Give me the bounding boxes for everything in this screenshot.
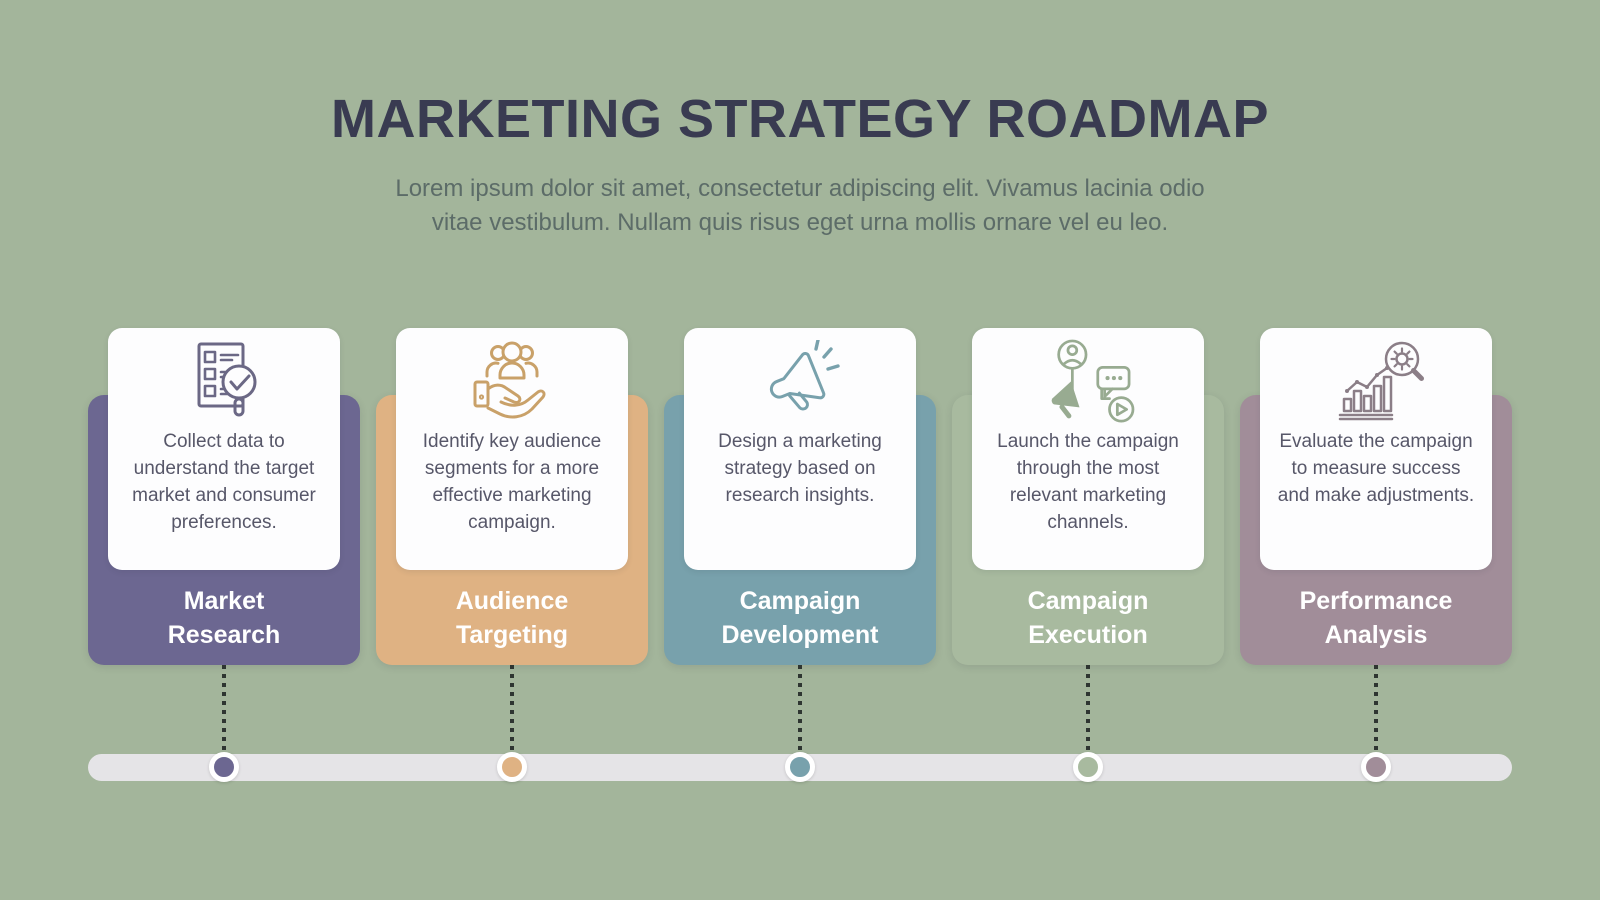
megaphone-icon — [752, 338, 848, 426]
step-card-campaign-development: Campaign Development Design a marketing … — [664, 328, 936, 798]
dotted-connector — [222, 665, 226, 751]
step-label: Campaign Execution — [1027, 586, 1149, 649]
step-description: Evaluate the campaign to measure success… — [1277, 431, 1475, 506]
step-description-card: Identify key audience segments for a mor… — [396, 328, 628, 570]
timeline-dot — [1361, 752, 1391, 782]
page-title: MARKETING STRATEGY ROADMAP — [330, 89, 1269, 149]
step-label: Performance Analysis — [1299, 586, 1453, 649]
timeline-dot — [785, 752, 815, 782]
audience-in-hand-icon — [466, 338, 558, 426]
dotted-connector — [510, 665, 514, 751]
step-label: Campaign Development — [721, 586, 879, 649]
step-card-performance-analysis: Performance Analysis — [1240, 328, 1512, 798]
step-description-card: Evaluate the campaign to measure success… — [1260, 328, 1492, 570]
step-description: Design a marketing strategy based on res… — [718, 431, 882, 506]
steps-row: Market Research — [88, 328, 1512, 798]
dotted-connector — [1374, 665, 1378, 751]
subtitle-line-1: Lorem ipsum dolor sit amet, consectetur … — [395, 175, 1205, 202]
step-description: Launch the campaign through the most rel… — [997, 431, 1179, 533]
step-description: Identify key audience segments for a mor… — [422, 431, 602, 533]
step-label: Market Research — [167, 586, 281, 649]
subtitle-line-2: vitae vestibulum. Nullam quis risus eget… — [431, 209, 1169, 236]
timeline-dot — [497, 752, 527, 782]
page-subtitle: Lorem ipsum dolor sit amet, consectetur … — [0, 172, 1600, 240]
step-card-market-research: Market Research — [88, 328, 360, 798]
timeline-dot — [1073, 752, 1103, 782]
checklist-magnifier-icon — [178, 338, 270, 426]
step-description-card: Design a marketing strategy based on res… — [684, 328, 916, 570]
step-description-card: Launch the campaign through the most rel… — [972, 328, 1204, 570]
dotted-connector — [1086, 665, 1090, 751]
timeline-dot — [209, 752, 239, 782]
marketing-channels-icon — [1038, 338, 1138, 426]
step-description-card: Collect data to understand the target ma… — [108, 328, 340, 570]
step-card-audience-targeting: Audience Targeting — [376, 328, 648, 798]
step-label: Audience Targeting — [455, 586, 569, 649]
step-description: Collect data to understand the target ma… — [132, 431, 316, 533]
chart-analysis-icon — [1326, 338, 1426, 426]
dotted-connector — [798, 665, 802, 751]
step-card-campaign-execution: Campaign Execution — [952, 328, 1224, 798]
